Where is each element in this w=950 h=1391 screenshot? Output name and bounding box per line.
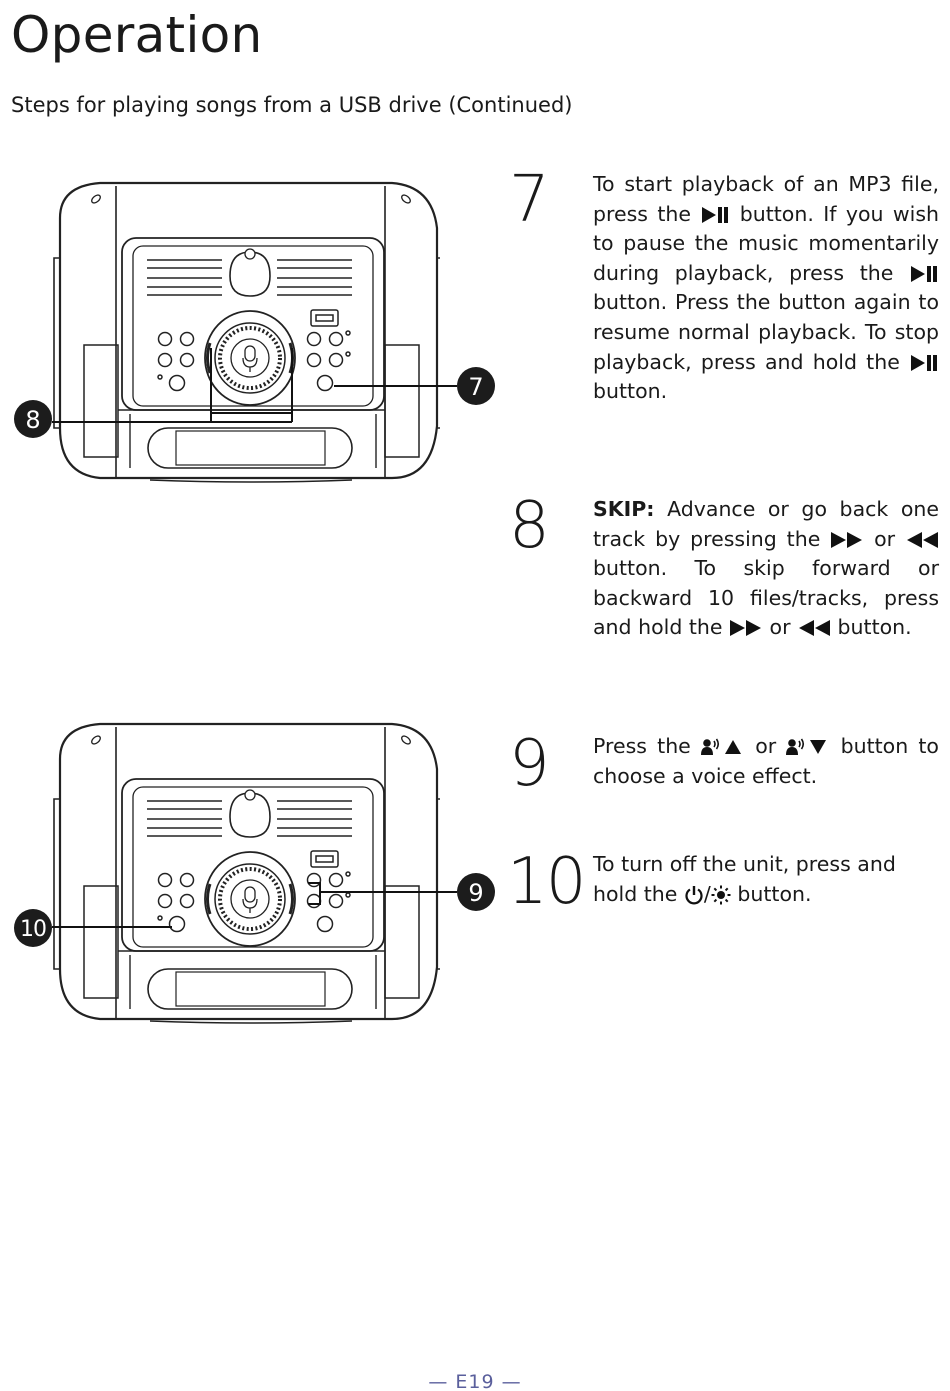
page-number-footer: — E19 — bbox=[428, 1371, 522, 1391]
callout-9-leader bbox=[308, 882, 457, 905]
callout-7-badge bbox=[457, 367, 495, 405]
step-7-text-part: button. bbox=[593, 379, 668, 404]
light-icon bbox=[711, 885, 731, 905]
voice-down-icon bbox=[786, 737, 830, 757]
step-7-text-part: button. If you wish to pause the music m… bbox=[593, 201, 940, 285]
step-8-number: 8 bbox=[509, 489, 550, 563]
speaker-illustration-top: 7 8 bbox=[0, 170, 500, 490]
callout-8-leader bbox=[52, 348, 293, 423]
callout-7-label: 7 bbox=[468, 373, 483, 401]
step-7-number: 7 bbox=[509, 163, 550, 237]
rewind-icon bbox=[797, 619, 831, 637]
step-9-text-part: Press the bbox=[593, 734, 701, 758]
callout-8-badge bbox=[14, 400, 52, 438]
step-8-text-part: button. bbox=[831, 615, 912, 640]
step-10-text-part: To turn off the unit, press and hold the bbox=[593, 852, 896, 906]
step-10-text-part: button. bbox=[730, 881, 812, 906]
step-8-text-part: button. To skip forward or backward 10 f… bbox=[593, 556, 939, 640]
step-10-text: To turn off the unit, press and hold the… bbox=[593, 850, 939, 909]
callout-10-badge bbox=[14, 909, 52, 947]
power-icon bbox=[684, 885, 704, 905]
callout-8-label: 8 bbox=[25, 406, 40, 434]
fast-forward-icon bbox=[729, 619, 763, 637]
play-pause-icon bbox=[909, 265, 939, 283]
step-8-text: SKIP: Advance or go back one track by pr… bbox=[593, 495, 939, 643]
callout-10-label: 10 bbox=[20, 917, 46, 942]
callout-9-label: 9 bbox=[468, 879, 483, 907]
step-10-number: 10 bbox=[507, 845, 586, 919]
step-7-text-part: button. Press the button again to resume… bbox=[593, 290, 939, 374]
page-title: Operation bbox=[11, 6, 263, 64]
step-8-text-part: Advance or go back one track by pressing… bbox=[593, 497, 939, 551]
play-pause-icon bbox=[700, 206, 730, 224]
callout-9-badge bbox=[457, 873, 495, 911]
step-10-text-part: / bbox=[703, 881, 711, 906]
step-8-text-part: or bbox=[763, 615, 798, 640]
play-pause-icon bbox=[909, 354, 939, 372]
voice-up-icon bbox=[701, 737, 745, 757]
step-8-text-part: or bbox=[864, 526, 905, 551]
step-9-text: Press the or button to choose a voice ef… bbox=[593, 732, 939, 791]
skip-label: SKIP: bbox=[593, 497, 655, 521]
fast-forward-icon bbox=[830, 531, 864, 549]
step-7-text: To start playback of an MP3 file, press … bbox=[593, 170, 939, 407]
step-9-text-part: or bbox=[745, 734, 787, 758]
step-7-text-part: To start playback of an MP3 file, press … bbox=[593, 172, 939, 226]
step-9-text-part: button to choose a voice effect. bbox=[593, 734, 939, 788]
step-9-number: 9 bbox=[509, 727, 550, 801]
page-subtitle: Steps for playing songs from a USB drive… bbox=[11, 93, 573, 117]
speaker-illustration-bottom: 9 10 bbox=[0, 711, 500, 1031]
rewind-icon bbox=[905, 531, 939, 549]
